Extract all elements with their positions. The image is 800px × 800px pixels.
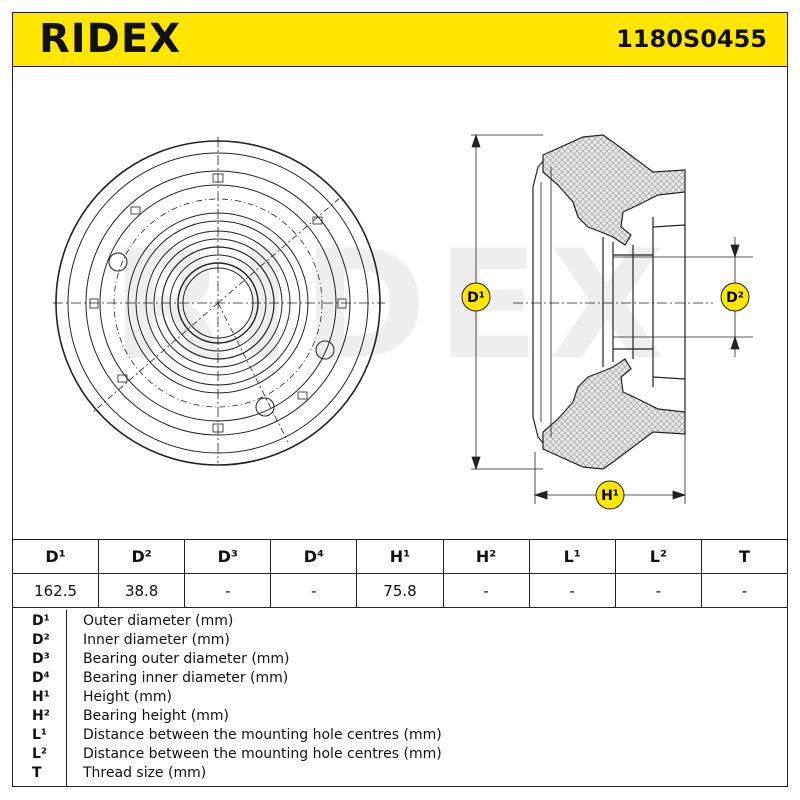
legend-key: T [32,765,42,781]
spec-value-cell: - [528,573,616,608]
spec-header-cell: T [700,539,789,574]
legend-item: D² Inner diameter (mm) [13,632,789,651]
legend-item: D¹ Outer diameter (mm) [13,613,789,632]
d1-badge [461,282,491,312]
h1-badge [595,480,625,510]
legend-desc: Height (mm) [83,689,172,705]
spec-header-cell: D² [98,539,186,574]
spec-header-row: D¹ D² D³ D⁴ H¹ H² L¹ L² T [11,539,789,574]
d1-label: D¹ [467,290,485,306]
legend-box: D¹ Outer diameter (mm) D² Inner diameter… [12,610,788,787]
legend-desc: Distance between the mounting hole centr… [83,746,442,762]
spec-value-cell: 38.8 [98,573,186,608]
spec-value-cell: - [442,573,530,608]
spec-value-cell: - [270,573,358,608]
legend-desc: Distance between the mounting hole centr… [83,727,442,743]
legend-desc: Thread size (mm) [83,765,207,781]
section-view [513,134,713,470]
legend-key: D¹ [32,613,50,629]
spec-value-cell: - [700,573,789,608]
spec-header-cell: L² [614,539,702,574]
legend-key: H¹ [32,689,50,705]
spec-value-cell: 162.5 [11,573,100,608]
spec-header-cell: D¹ [11,539,100,574]
legend-item: H² Bearing height (mm) [13,708,789,727]
technical-drawing: RIDEX [53,133,753,510]
spec-value-row: 162.5 38.8 - - 75.8 - - - - [11,573,789,608]
legend-desc: Outer diameter (mm) [83,613,234,629]
legend-item: H¹ Height (mm) [13,689,789,708]
legend-key: L¹ [32,727,48,743]
legend-key: H² [32,708,50,724]
brand-logo: RIDEX [39,16,182,62]
spec-header-cell: H² [442,539,530,574]
spec-value-cell: - [614,573,702,608]
spec-value-cell: - [184,573,272,608]
legend-item: D³ Bearing outer diameter (mm) [13,651,789,670]
legend-item: L² Distance between the mounting hole ce… [13,746,789,765]
d2-label: D² [726,290,744,306]
legend-desc: Inner diameter (mm) [83,632,230,648]
spec-table: D¹ D² D³ D⁴ H¹ H² L¹ L² T 162.5 38.8 - -… [11,539,789,608]
spec-header-cell: L¹ [528,539,616,574]
spec-header-cell: H¹ [356,539,444,574]
legend-desc: Bearing inner diameter (mm) [83,670,289,686]
legend-key: D³ [32,651,50,667]
legend-key: D⁴ [32,670,50,686]
spec-header-cell: D³ [184,539,272,574]
part-number: 1180S0455 [616,25,767,53]
spec-header-cell: D⁴ [270,539,358,574]
legend-desc: Bearing height (mm) [83,708,229,724]
legend-key: D² [32,632,50,648]
header-bar: RIDEX 1180S0455 [12,12,788,67]
legend-item: T Thread size (mm) [13,765,789,784]
legend-key: L² [32,746,48,762]
d2-badge [720,282,750,312]
front-view [53,137,385,466]
legend-divider [66,610,67,786]
watermark-logo: RIDEX [111,219,675,393]
legend-item: L¹ Distance between the mounting hole ce… [13,727,789,746]
legend-item: D⁴ Bearing inner diameter (mm) [13,670,789,689]
h1-label: H¹ [601,488,619,504]
spec-value-cell: 75.8 [356,573,444,608]
legend-desc: Bearing outer diameter (mm) [83,651,290,667]
